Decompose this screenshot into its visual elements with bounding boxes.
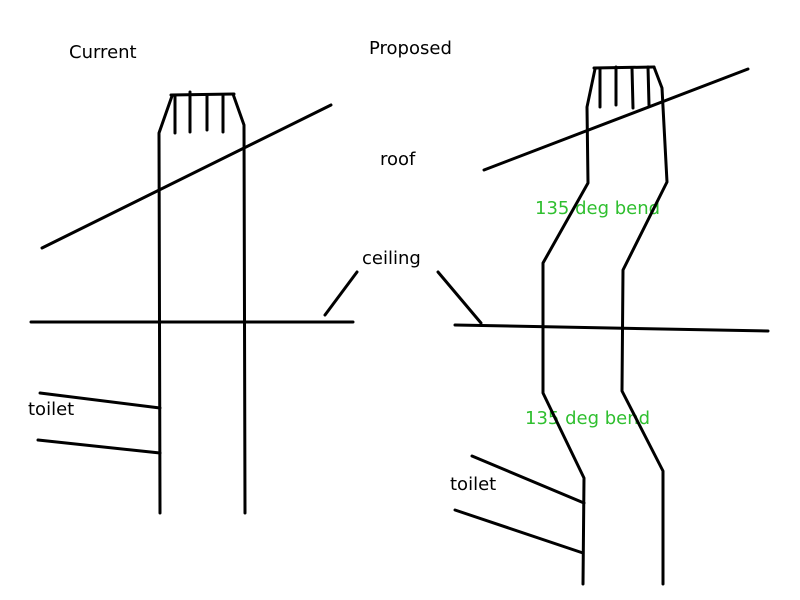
bend-bottom-label: 135 deg bend — [525, 408, 651, 429]
proposed-vent-tick-4 — [646, 65, 651, 107]
proposed-ceiling-line — [453, 323, 770, 333]
proposed-vent-tick-3 — [630, 66, 635, 110]
toilet-right-label: toilet — [450, 474, 497, 495]
proposed-toilet-lower-line — [453, 508, 585, 555]
ceiling-pointer-right — [436, 270, 483, 325]
proposed-pipe-right-edge — [620, 65, 669, 586]
bend-top-label: 135 deg bend — [535, 198, 661, 219]
proposed-roof-line — [482, 67, 750, 172]
ceiling-label: ceiling — [362, 248, 421, 269]
current-pipe-cap-top — [169, 92, 236, 97]
current-title: Current — [69, 42, 137, 63]
current-toilet-lower-line — [36, 438, 162, 455]
current-roof-line — [40, 103, 333, 250]
current-pipe-left-edge — [157, 94, 174, 515]
proposed-title: Proposed — [369, 38, 452, 59]
toilet-left-label: toilet — [28, 399, 75, 420]
ceiling-pointer-left — [323, 270, 359, 317]
current-pipe-right-edge — [231, 92, 247, 515]
proposed-pipe-cap-top — [592, 65, 656, 70]
proposed-pipe-left-edge — [541, 67, 597, 586]
roof-label: roof — [380, 149, 416, 170]
